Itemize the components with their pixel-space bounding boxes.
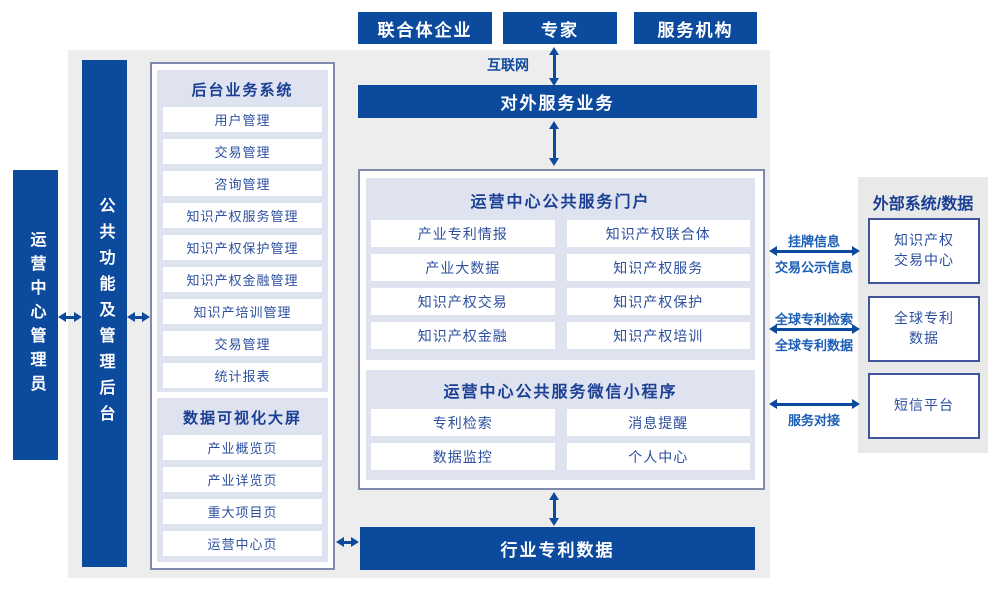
miniapp-item: 消息提醒 bbox=[566, 409, 750, 436]
backend-item: 知识产权保护管理 bbox=[163, 235, 322, 260]
external-systems-title: 外部系统/数据 bbox=[872, 196, 974, 213]
miniapp-title: 运营中心公共服务微信小程序 bbox=[443, 384, 678, 401]
external-service-bar: 对外服务业务 bbox=[358, 85, 757, 118]
portal-title: 运营中心公共服务门户 bbox=[470, 194, 651, 211]
backend-item: 咨询管理 bbox=[163, 171, 322, 196]
dashboard-item: 运营中心页 bbox=[163, 531, 322, 556]
portal-item: 知识产权交易 bbox=[371, 288, 555, 315]
entity-box-consortium-enterprise: 联合体企业 bbox=[358, 12, 492, 44]
ip-trade-center-line2: 交易中心 bbox=[894, 252, 954, 268]
portal-item: 知识产权培训 bbox=[566, 322, 750, 349]
portal-item: 知识产权金融 bbox=[371, 322, 555, 349]
portal-item: 产业大数据 bbox=[371, 254, 555, 281]
data-visualization-title: 数据可视化大屏 bbox=[182, 410, 302, 427]
data-visualization-panel: 数据可视化大屏 产业概览页 产业详览页 重大项目页 运营中心页 bbox=[157, 398, 328, 562]
dashboard-item: 产业概览页 bbox=[163, 435, 322, 460]
service-to-portal-arrow bbox=[549, 121, 559, 166]
backend-item: 知识产权服务管理 bbox=[163, 203, 322, 228]
global-patent-data-line1: 全球专利 bbox=[894, 310, 954, 327]
internet-label: 互联网 bbox=[487, 57, 529, 73]
portal-item: 产业专利情报 bbox=[371, 220, 555, 247]
internet-arrow bbox=[549, 47, 559, 86]
global-patent-link-arrow bbox=[769, 324, 860, 334]
dashboard-to-patent-arrow bbox=[336, 537, 359, 547]
backend-item: 统计报表 bbox=[163, 363, 322, 388]
mgmt-to-backend-arrow bbox=[127, 312, 150, 322]
ip-trade-center-box: 知识产权 交易中心 bbox=[868, 218, 980, 284]
backend-item: 交易管理 bbox=[163, 331, 322, 356]
industry-patent-data-bar: 行业专利数据 bbox=[360, 527, 755, 570]
admin-to-mgmt-arrow bbox=[58, 312, 82, 322]
global-patent-data-box: 全球专利 数据 bbox=[868, 296, 980, 362]
ip-trade-center-line1: 知识产权 bbox=[894, 232, 954, 249]
operation-center-admin-bar: 运营中心管理员 bbox=[13, 170, 58, 460]
trade-publicity-info-label: 交易公示信息 bbox=[774, 260, 853, 275]
global-patent-data-line2: 数据 bbox=[909, 330, 939, 346]
listing-info-label: 挂牌信息 bbox=[787, 234, 840, 249]
portal-item: 知识产权服务 bbox=[566, 254, 750, 281]
backend-item: 交易管理 bbox=[163, 139, 322, 164]
sms-platform-box: 短信平台 bbox=[868, 373, 980, 439]
portal-item: 知识产权联合体 bbox=[566, 220, 750, 247]
dashboard-item: 重大项目页 bbox=[163, 499, 322, 524]
entity-box-expert: 专家 bbox=[503, 12, 617, 44]
backend-item: 知识产培训管理 bbox=[163, 299, 322, 324]
miniapp-item: 个人中心 bbox=[566, 443, 750, 470]
entity-box-service-agency: 服务机构 bbox=[634, 12, 757, 44]
miniapp-to-patent-arrow bbox=[549, 492, 559, 526]
wechat-miniapp-panel: 运营中心公共服务微信小程序 专利检索 消息提醒 数据监控 个人中心 bbox=[366, 370, 755, 480]
global-patent-search-label: 全球专利检索 bbox=[774, 312, 853, 327]
backend-item: 知识产权金融管理 bbox=[163, 267, 322, 292]
dashboard-item: 产业详览页 bbox=[163, 467, 322, 492]
sms-link-arrow bbox=[769, 399, 860, 409]
trade-center-link-arrow bbox=[769, 246, 860, 256]
backend-system-title: 后台业务系统 bbox=[191, 82, 294, 99]
public-service-portal-panel: 运营中心公共服务门户 产业专利情报 知识产权联合体 产业大数据 知识产权服务 知… bbox=[366, 178, 755, 360]
miniapp-item: 专利检索 bbox=[371, 409, 555, 436]
portal-item: 知识产权保护 bbox=[566, 288, 750, 315]
miniapp-item: 数据监控 bbox=[371, 443, 555, 470]
service-connection-label: 服务对接 bbox=[787, 413, 840, 428]
global-patent-data-label: 全球专利数据 bbox=[774, 338, 853, 353]
backend-system-panel: 后台业务系统 用户管理 交易管理 咨询管理 知识产权服务管理 知识产权保护管理 … bbox=[157, 70, 328, 392]
backend-item: 用户管理 bbox=[163, 107, 322, 132]
sms-platform-line1: 短信平台 bbox=[894, 397, 954, 414]
public-function-mgmt-bar: 公共功能及管理后台 bbox=[82, 60, 127, 567]
